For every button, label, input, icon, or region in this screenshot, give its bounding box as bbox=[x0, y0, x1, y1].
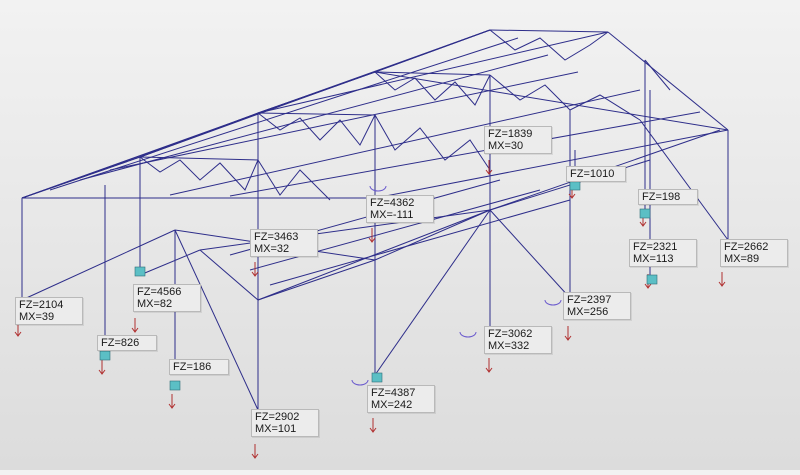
fz-value: FZ=3463 bbox=[254, 231, 299, 243]
reaction-arrow-head bbox=[251, 453, 259, 459]
reaction-arrow-head bbox=[251, 271, 259, 277]
fz-value: FZ=1839 bbox=[488, 128, 533, 140]
reaction-arrow-head bbox=[485, 169, 493, 175]
support-block-icon[interactable] bbox=[169, 380, 181, 391]
mx-value: MX=-111 bbox=[370, 209, 414, 221]
mx-value: MX=332 bbox=[488, 340, 530, 352]
reaction-label-node-4[interactable]: FZ=186 bbox=[169, 359, 229, 375]
reaction-arrow-head bbox=[568, 193, 576, 199]
reaction-label-node-6[interactable]: FZ=2902 MX=101 bbox=[251, 409, 319, 437]
support-block-icon[interactable] bbox=[639, 208, 651, 219]
reaction-arrow-head bbox=[639, 221, 647, 227]
reaction-label-node-2[interactable]: FZ=826 bbox=[97, 335, 157, 351]
mx-value: MX=39 bbox=[19, 311, 55, 323]
mx-value: MX=82 bbox=[137, 298, 173, 310]
fz-value: FZ=826 bbox=[101, 337, 140, 349]
moment-arrow-icon bbox=[544, 299, 562, 306]
reaction-label-node-13[interactable]: FZ=198 bbox=[638, 189, 698, 205]
reaction-label-node-3[interactable]: FZ=4566 MX=82 bbox=[133, 284, 201, 312]
reaction-label-node-9[interactable]: FZ=1839 MX=30 bbox=[484, 126, 552, 154]
mx-value: MX=113 bbox=[633, 253, 674, 265]
fz-value: FZ=2321 bbox=[633, 241, 678, 253]
mx-value: MX=89 bbox=[724, 253, 760, 265]
mx-value: MX=32 bbox=[254, 243, 290, 255]
reaction-arrow-head bbox=[368, 237, 376, 243]
support-block-icon[interactable] bbox=[99, 350, 111, 361]
moment-arrow-icon bbox=[369, 185, 387, 192]
reaction-label-node-1[interactable]: FZ=2104 MX=39 bbox=[15, 297, 83, 325]
reaction-label-node-14[interactable]: FZ=2321 MX=113 bbox=[629, 239, 697, 267]
fz-value: FZ=1010 bbox=[570, 168, 615, 180]
reaction-arrow-head bbox=[98, 369, 106, 375]
reaction-label-node-11[interactable]: FZ=1010 bbox=[566, 166, 626, 182]
reaction-markers bbox=[14, 160, 726, 459]
fz-value: FZ=186 bbox=[173, 361, 212, 373]
reaction-arrow-head bbox=[485, 367, 493, 373]
fz-value: FZ=3062 bbox=[488, 328, 533, 340]
fz-value: FZ=2104 bbox=[19, 299, 64, 311]
fz-value: FZ=4387 bbox=[371, 387, 416, 399]
reaction-label-node-8[interactable]: FZ=4387 MX=242 bbox=[367, 385, 435, 413]
mx-value: MX=30 bbox=[488, 140, 524, 152]
support-block-icon[interactable] bbox=[569, 180, 581, 191]
reaction-label-node-10[interactable]: FZ=3062 MX=332 bbox=[484, 326, 552, 354]
fz-value: FZ=2397 bbox=[567, 294, 612, 306]
fz-value: FZ=4362 bbox=[370, 197, 415, 209]
mx-value: MX=101 bbox=[255, 423, 297, 435]
support-block-icon[interactable] bbox=[646, 274, 658, 285]
reaction-label-node-5[interactable]: FZ=3463 MX=32 bbox=[250, 229, 318, 257]
reaction-arrow-head bbox=[369, 427, 377, 433]
moment-arrow-icon bbox=[351, 379, 369, 386]
reaction-arrow-head bbox=[564, 335, 572, 341]
reaction-label-node-7[interactable]: FZ=4362 MX=-111 bbox=[366, 195, 434, 223]
mx-value: MX=242 bbox=[371, 399, 413, 411]
fz-value: FZ=2662 bbox=[724, 241, 769, 253]
reaction-label-node-12[interactable]: FZ=2397 MX=256 bbox=[563, 292, 631, 320]
fz-value: FZ=198 bbox=[642, 191, 681, 203]
reaction-arrow-head bbox=[131, 327, 139, 333]
support-block-icon[interactable] bbox=[134, 266, 146, 277]
reaction-label-node-15[interactable]: FZ=2662 MX=89 bbox=[720, 239, 788, 267]
fz-value: FZ=4566 bbox=[137, 286, 182, 298]
fz-value: FZ=2902 bbox=[255, 411, 300, 423]
mx-value: MX=256 bbox=[567, 306, 609, 318]
support-block-icon[interactable] bbox=[371, 372, 383, 383]
reaction-arrow-head bbox=[14, 331, 22, 337]
reaction-arrow-head bbox=[168, 403, 176, 409]
reaction-arrow-head bbox=[644, 283, 652, 289]
moment-arrow-icon bbox=[459, 331, 477, 338]
reaction-arrow-head bbox=[718, 281, 726, 287]
